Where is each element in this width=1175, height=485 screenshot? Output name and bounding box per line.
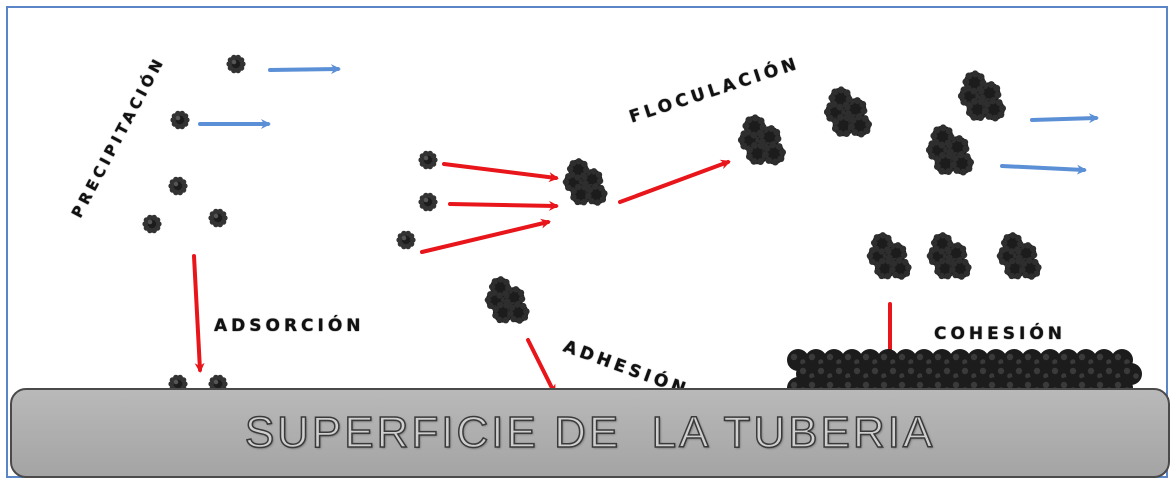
particle-single — [168, 176, 188, 196]
arrow-blue-right — [1000, 164, 1087, 175]
label-adsorcion: ADSORCIÓN — [214, 316, 365, 336]
floc-cluster — [484, 276, 530, 324]
particle-single — [418, 150, 438, 170]
particle-single — [396, 230, 416, 250]
floc-cluster — [925, 124, 975, 176]
arrow-red-down — [192, 254, 205, 373]
particle-single — [142, 214, 162, 234]
arrow-blue-right — [268, 64, 341, 75]
particle-single — [208, 208, 228, 228]
floc-cluster — [562, 158, 608, 206]
floc-cluster — [737, 114, 787, 166]
arrow-red-converge — [420, 218, 551, 254]
floc-cluster — [926, 232, 972, 280]
arrow-red-converge — [442, 162, 559, 183]
floc-cluster — [866, 232, 912, 280]
diagram-canvas — [142, 54, 1142, 399]
label-cohesion: COHESIÓN — [934, 324, 1067, 344]
floc-cluster — [996, 232, 1042, 280]
particle-single — [170, 110, 190, 130]
particle-single — [226, 54, 246, 74]
arrow-red-converge — [448, 200, 559, 211]
pipe-surface-label: SUPERFICIE DE LA TUBERIA — [244, 407, 936, 458]
floc-cluster — [823, 86, 873, 138]
floc-cluster — [957, 70, 1007, 122]
arrow-red-down — [526, 338, 556, 395]
pipe-surface: SUPERFICIE DE LA TUBERIA — [10, 388, 1170, 478]
arrow-blue-right — [1030, 113, 1099, 124]
particle-single — [418, 192, 438, 212]
arrow-red-up — [618, 159, 731, 204]
